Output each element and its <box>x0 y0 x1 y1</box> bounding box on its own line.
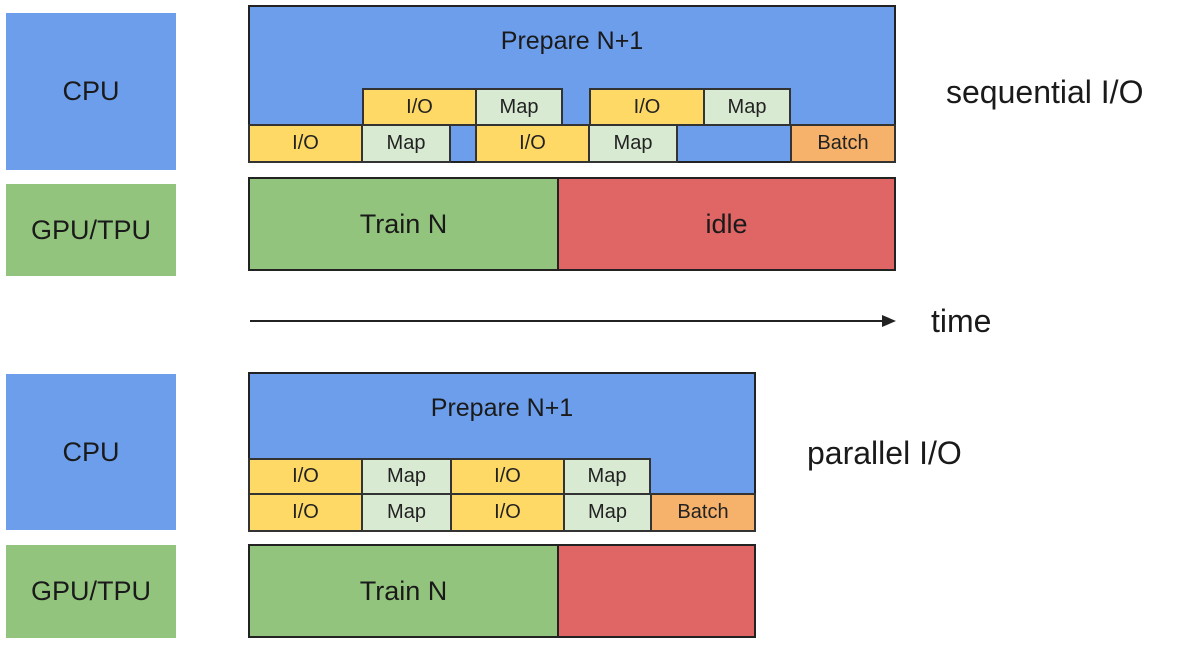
map-label: Map <box>727 95 767 118</box>
idle-block-parallel <box>557 544 756 638</box>
time-arrow <box>250 315 896 327</box>
map-block: Map <box>703 88 791 126</box>
io-label: I/O <box>292 501 319 523</box>
train-label: Train N <box>359 208 448 239</box>
io-block: I/O <box>362 88 477 126</box>
map-block: Map <box>361 124 451 163</box>
gpu-label-sequential: GPU/TPU <box>6 184 176 276</box>
map-block: Map <box>361 493 452 532</box>
map-block: Map <box>563 458 651 495</box>
sequential-io-caption: sequential I/O <box>946 74 1144 110</box>
cpu-label-parallel: CPU <box>6 374 176 530</box>
gpu-label-text: GPU/TPU <box>30 576 151 606</box>
batch-label: Batch <box>677 501 729 523</box>
map-block: Map <box>475 88 563 126</box>
map-label: Map <box>386 132 426 154</box>
train-label: Train N <box>359 575 448 606</box>
io-block: I/O <box>589 88 705 126</box>
map-label: Map <box>613 132 653 154</box>
io-block: I/O <box>450 493 565 532</box>
map-label: Map <box>387 501 426 523</box>
idle-block-sequential: idle <box>557 177 896 271</box>
train-block-parallel: Train N <box>248 544 559 638</box>
map-label: Map <box>588 501 627 523</box>
io-block: I/O <box>248 493 363 532</box>
cpu-label-text: CPU <box>62 436 120 467</box>
batch-label: Batch <box>817 132 869 154</box>
io-label: I/O <box>406 95 433 118</box>
io-label: I/O <box>519 132 546 154</box>
io-block: I/O <box>475 124 590 163</box>
idle-label: idle <box>705 208 748 239</box>
train-block-sequential: Train N <box>248 177 559 271</box>
io-block: I/O <box>248 124 363 163</box>
io-block: I/O <box>450 458 565 495</box>
cpu-label-text: CPU <box>62 76 120 106</box>
map-label: Map <box>387 465 426 487</box>
batch-block: Batch <box>650 493 756 532</box>
map-label: Map <box>499 95 539 118</box>
io-label: I/O <box>292 132 319 154</box>
time-label: time <box>931 303 992 339</box>
batch-block: Batch <box>790 124 896 163</box>
prepare-label: Prepare N+1 <box>500 27 644 55</box>
io-block: I/O <box>248 458 363 495</box>
io-label: I/O <box>292 465 319 487</box>
map-block: Map <box>588 124 678 163</box>
prepare-label: Prepare N+1 <box>430 394 574 422</box>
gpu-label-parallel: GPU/TPU <box>6 545 176 638</box>
map-block: Map <box>361 458 452 495</box>
io-label: I/O <box>494 465 521 487</box>
gpu-label-text: GPU/TPU <box>30 214 151 245</box>
cpu-label-sequential: CPU <box>6 13 176 170</box>
map-block: Map <box>563 493 652 532</box>
parallel-io-caption: parallel I/O <box>807 435 962 471</box>
io-label: I/O <box>494 501 521 523</box>
map-label: Map <box>587 465 627 487</box>
io-label: I/O <box>633 95 661 118</box>
